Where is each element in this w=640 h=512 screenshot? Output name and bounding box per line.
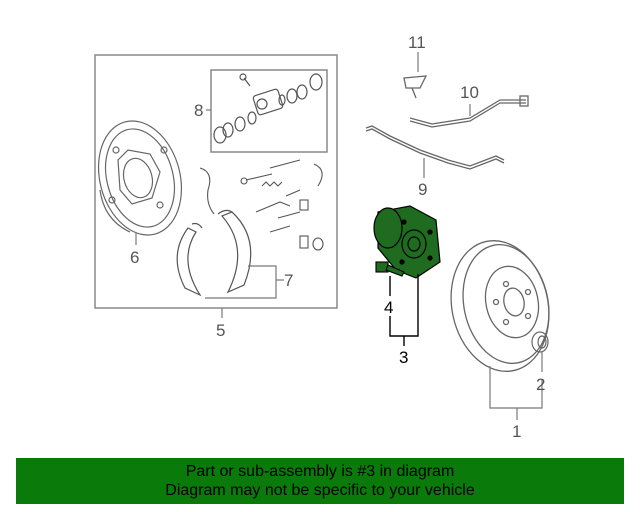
brake-hose: [409, 95, 529, 128]
leader-lines-highlight: [389, 274, 419, 346]
info-banner: Part or sub-assembly is #3 in diagram Di…: [16, 458, 624, 504]
callout-8: 8: [194, 101, 203, 120]
callout-11: 11: [408, 33, 426, 52]
hose-bracket: [403, 75, 428, 99]
brake-line: [365, 125, 505, 170]
brake-assembly-frame: [94, 54, 338, 309]
brake-hardware: [199, 159, 324, 251]
callout-5: 5: [216, 321, 225, 340]
brake-shoes: [176, 209, 252, 297]
callout-7: 7: [284, 271, 293, 290]
banner-line-1: Part or sub-assembly is #3 in diagram: [185, 463, 455, 480]
callout-9: 9: [418, 180, 427, 199]
hub-cap: [531, 331, 549, 353]
callout-4: 4: [384, 298, 393, 317]
callout-2: 2: [536, 375, 545, 394]
leader-lines: [135, 52, 543, 420]
backing-plate: [97, 120, 183, 236]
wheel-cylinder-kit: [213, 73, 323, 144]
brake-drum: [450, 240, 550, 372]
callout-10: 10: [460, 83, 479, 102]
callout-6: 6: [130, 248, 139, 267]
hub-bolt: [375, 261, 405, 277]
wheel-cylinder-inset-frame: [210, 69, 328, 153]
hub-bearing-assembly: [373, 205, 441, 279]
banner-line-2: Diagram may not be specific to your vehi…: [165, 482, 475, 499]
callout-3: 3: [399, 348, 408, 367]
callout-1: 1: [512, 422, 521, 441]
